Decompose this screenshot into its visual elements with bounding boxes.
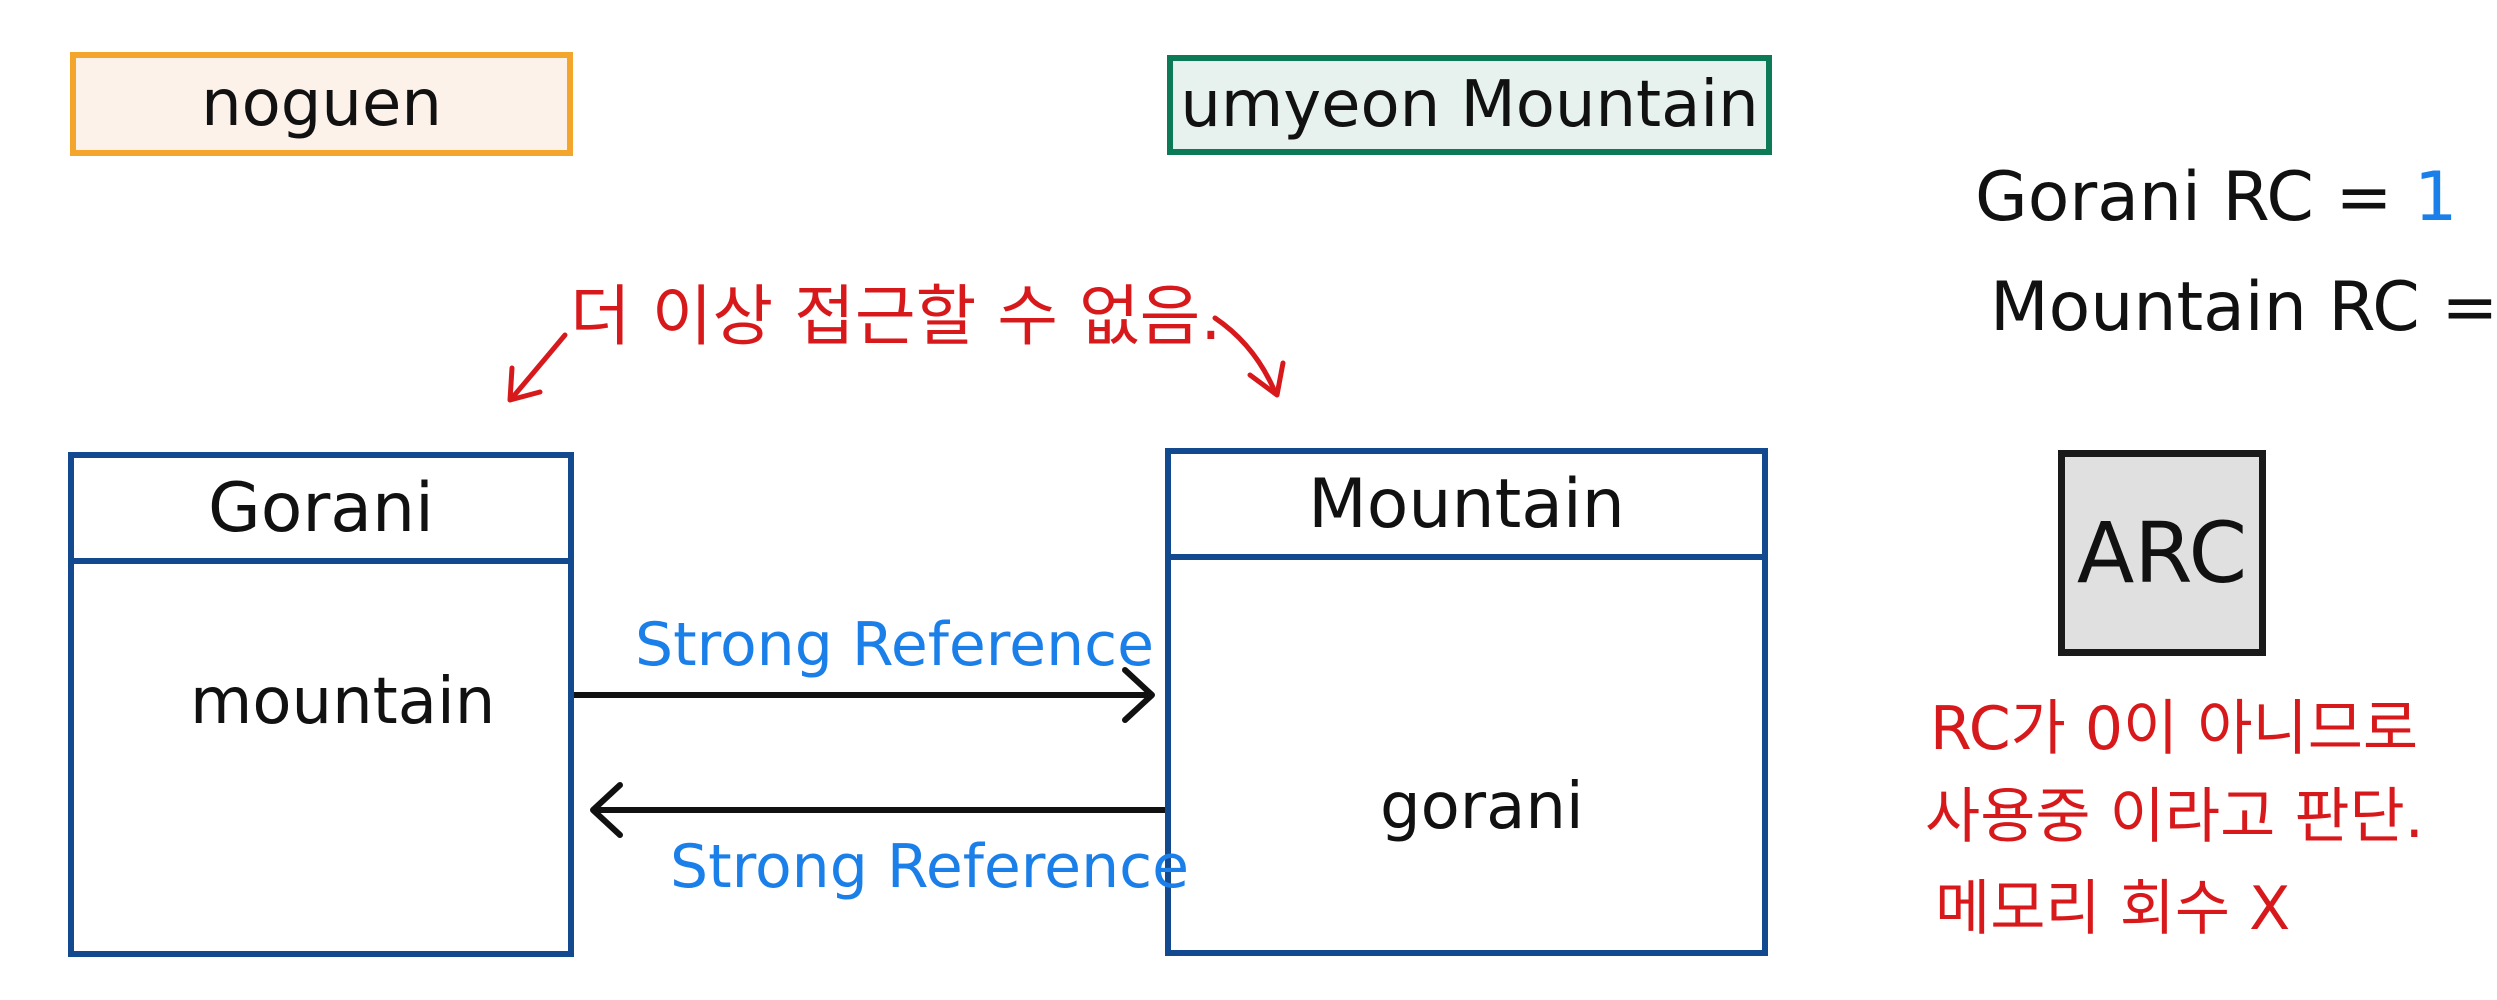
noguen-label-box: noguen (70, 52, 573, 156)
arc-note-line-3: 메모리 회수 X (1935, 874, 2291, 944)
arc-box: ARC (2058, 450, 2266, 656)
arc-note-line-2: 사용중 이라고 판단. (1925, 782, 2424, 852)
arc-label: ARC (2076, 504, 2248, 602)
gorani-mountain-property: mountain (190, 665, 496, 739)
gorani-rc-value: 1 (2414, 158, 2458, 237)
mountain-class-title: Mountain (1171, 454, 1762, 560)
umyeon-mountain-label: umyeon Mountain (1180, 68, 1759, 142)
gorani-class-box: Gorani (68, 452, 574, 957)
mountain-class-box: Mountain (1165, 448, 1768, 956)
unreachable-arrow-right (1212, 315, 1286, 398)
mountain-gorani-property: gorani (1380, 770, 1584, 844)
mountain-rc-line: Mountain RC = 1 (1990, 268, 2497, 347)
unreachable-annotation: 더 이상 접근할 수 없음. (570, 278, 1222, 355)
strong-reference-arrow-right (472, 667, 1155, 723)
umyeon-mountain-label-box: umyeon Mountain (1167, 55, 1772, 155)
strong-reference-label-bottom: Strong Reference (670, 832, 1189, 902)
strong-reference-label-top: Strong Reference (635, 610, 1154, 680)
gorani-class-title: Gorani (74, 458, 568, 564)
gorani-rc-line: Gorani RC = 1 (1975, 158, 2457, 237)
mountain-rc-label: Mountain RC = (1990, 268, 2497, 347)
unreachable-arrow-left (507, 332, 568, 403)
noguen-label: noguen (201, 67, 442, 141)
arc-note-line-1: RC가 0이 아니므로 (1930, 694, 2419, 764)
gorani-rc-label: Gorani RC = (1975, 158, 2393, 237)
